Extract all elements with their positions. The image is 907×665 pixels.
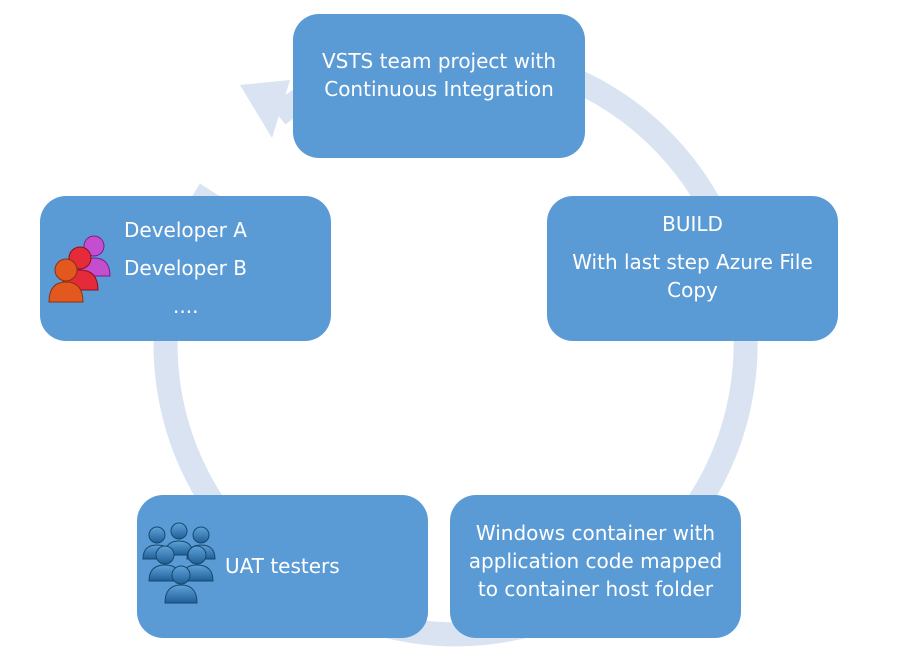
vsts-line-2: Continuous Integration — [324, 77, 554, 101]
developers-box: Developer A Developer B .... — [40, 196, 331, 341]
vsts-line-1: VSTS team project with — [321, 49, 557, 73]
container-line-1: Windows container with — [475, 520, 716, 545]
developer-ellipsis: .... — [173, 294, 199, 318]
windows-container-box: Windows container with application code … — [450, 495, 741, 638]
developers-icon — [48, 235, 111, 303]
container-line-2: application code mapped — [468, 548, 723, 573]
build-title: BUILD — [662, 211, 723, 236]
uat-testers-label: UAT testers — [225, 554, 340, 578]
user-group-icon — [142, 522, 216, 604]
container-line-3: to container host folder — [477, 576, 714, 601]
build-box: BUILD With last step Azure File Copy — [547, 196, 838, 341]
developer-b: Developer B — [124, 256, 247, 280]
developer-a: Developer A — [124, 218, 247, 242]
vsts-project-box: VSTS team project with Continuous Integr… — [293, 14, 585, 158]
build-line-2: Copy — [667, 277, 718, 302]
build-line-1: With last step Azure File — [572, 249, 813, 274]
uat-testers-box: UAT testers — [137, 495, 428, 638]
cycle-arrowhead — [240, 80, 290, 138]
